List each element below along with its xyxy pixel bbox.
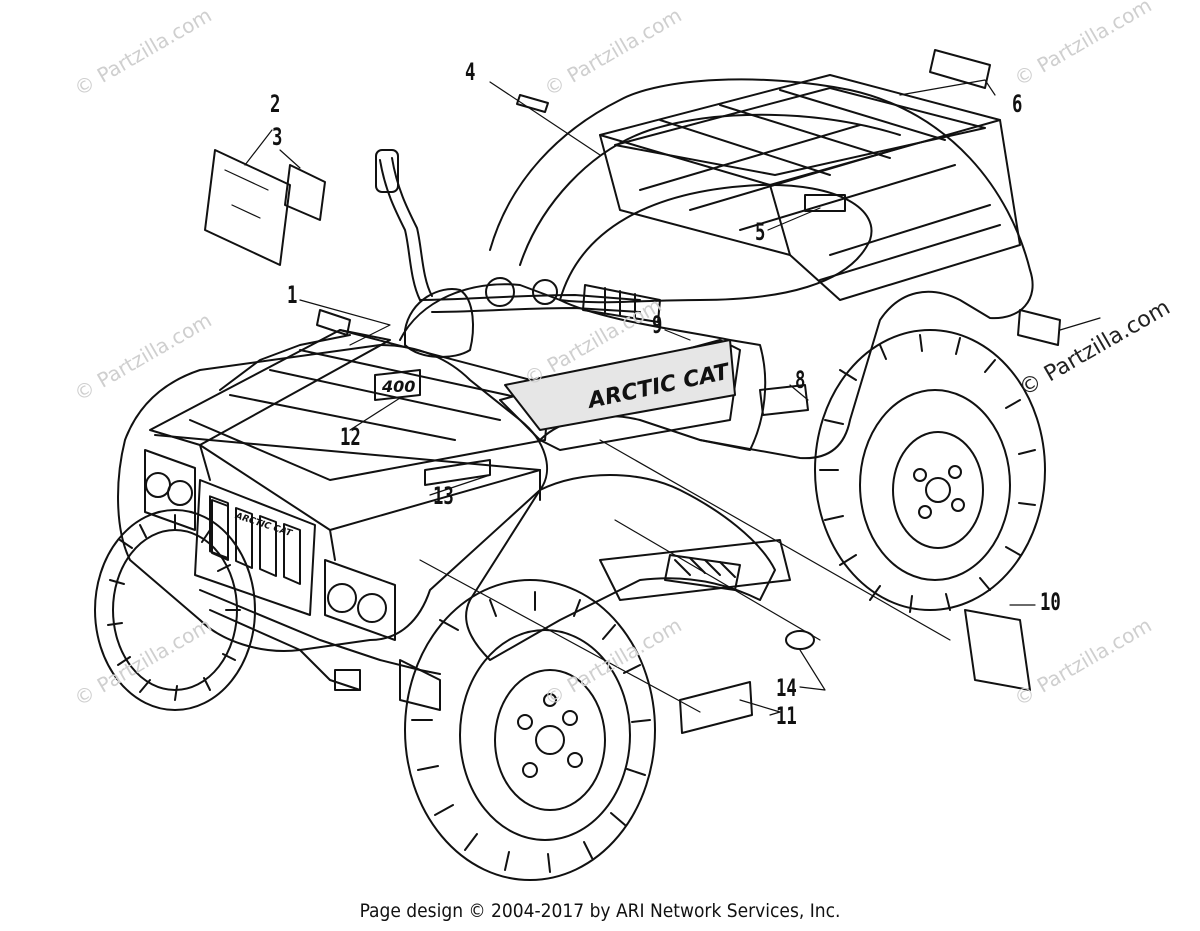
- callout-12[interactable]: 12: [340, 423, 361, 451]
- callout-10[interactable]: 10: [1040, 588, 1061, 616]
- front-bumper: [199, 589, 441, 711]
- callout-9[interactable]: 9: [652, 311, 663, 339]
- seat: [559, 183, 873, 304]
- decal-6-shape: [929, 49, 991, 89]
- decal-14-shape: [785, 630, 815, 650]
- decal-11-shape: [679, 681, 753, 734]
- rear-fender-inner: [519, 113, 901, 266]
- front-rack: [149, 329, 551, 561]
- callout-2[interactable]: 2: [270, 90, 281, 118]
- front-left-wheel: [94, 509, 256, 711]
- copyright-footer: Page design © 2004-2017 by ARI Network S…: [359, 900, 841, 922]
- center-body: [399, 283, 767, 451]
- front-fender-right: [465, 474, 776, 661]
- callout-11[interactable]: 11: [776, 702, 797, 730]
- front-right-wheel: [404, 579, 656, 881]
- rear-wheel: [814, 329, 1046, 613]
- decal-3-shape: [284, 164, 326, 221]
- headlights: [144, 449, 396, 641]
- decal-1-shape: [316, 309, 351, 336]
- rear-fender: [489, 78, 1034, 460]
- front-fender: [117, 344, 549, 652]
- callout-1[interactable]: 1: [287, 281, 298, 309]
- handlebar: [375, 149, 661, 323]
- callout-4[interactable]: 4: [465, 58, 476, 86]
- decal-7-shape: [1017, 309, 1061, 346]
- decal-8-shape: [759, 384, 809, 416]
- rear-rack: [599, 74, 1021, 301]
- callout-13[interactable]: 13: [433, 482, 454, 510]
- callout-6[interactable]: 6: [1012, 90, 1023, 118]
- decal-10-shape: [964, 609, 1031, 691]
- headlight-pod: [404, 288, 474, 358]
- callout-14[interactable]: 14: [776, 674, 797, 702]
- leader-lines: [244, 79, 1101, 716]
- decal-model-text: 400: [381, 377, 415, 396]
- callout-5[interactable]: 5: [755, 218, 766, 246]
- decal-2-shape: [204, 149, 291, 266]
- callout-3[interactable]: 3: [272, 123, 283, 151]
- callout-8[interactable]: 8: [795, 366, 806, 394]
- decal-12-shape: [374, 369, 421, 401]
- decal-9-shape: [504, 339, 736, 431]
